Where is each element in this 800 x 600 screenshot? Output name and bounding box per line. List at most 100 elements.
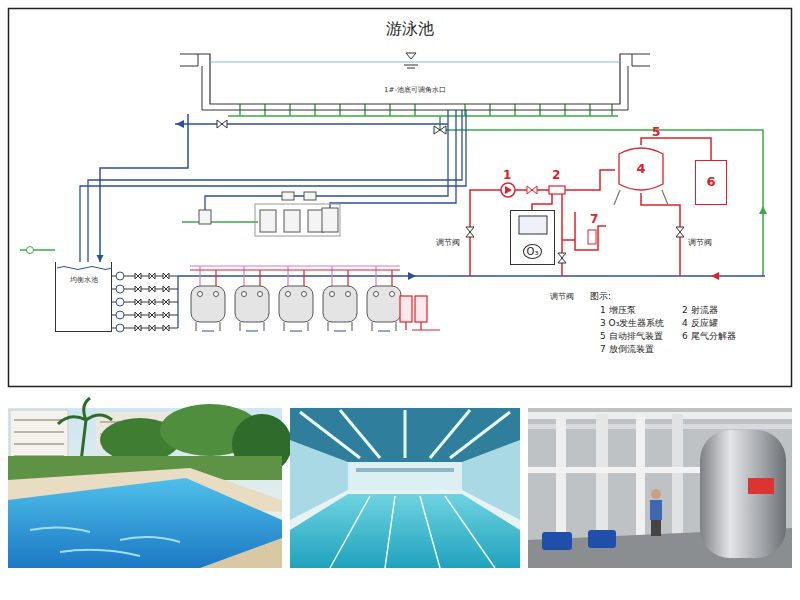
label-wrap: 调节阀 (436, 230, 460, 249)
diagram-title: 游泳池 (386, 20, 434, 38)
sand-filters (242, 292, 247, 297)
photo-indoor-pool (290, 408, 520, 568)
label-wrap: 图示: (590, 284, 611, 303)
photo-outdoor-pool (8, 398, 292, 568)
blue-return-pipes (205, 110, 448, 210)
legend-item: 5 自动排气装置 (600, 331, 663, 341)
sand-filters (235, 286, 269, 322)
heater-units (415, 296, 427, 322)
ozone-loop-pipes (641, 193, 680, 276)
green-supply-pipes (446, 130, 763, 276)
photo-plant-room (651, 489, 661, 499)
ozone-generator-outline (519, 216, 547, 234)
sand-filters (374, 292, 379, 297)
pool-basin-outline (632, 54, 650, 66)
photo-plant-room (748, 478, 774, 494)
booster-pump (505, 186, 512, 194)
ozone-generator-outline (511, 211, 556, 266)
pump-rows (116, 272, 124, 280)
green-supply-pipes (182, 221, 258, 223)
flow-arrow (176, 120, 184, 128)
pump-rows (116, 298, 124, 306)
balance-tank-outline (57, 267, 112, 270)
sand-filters (258, 292, 263, 297)
sand-filters (390, 292, 395, 297)
photo-plant-room (528, 467, 700, 473)
reactor-tank-outline (619, 148, 663, 190)
blue-return-pipes (80, 110, 765, 328)
pipe-line (100, 114, 188, 262)
sand-filters (367, 286, 401, 322)
pool-basin-outline (198, 54, 632, 104)
legend-heading: 图示: (590, 291, 611, 301)
photo-outdoor-pool (30, 527, 180, 556)
small-devices (282, 192, 294, 200)
small-devices (284, 210, 300, 232)
flow-arrow (711, 272, 719, 280)
pipe-connector (97, 114, 189, 262)
photo-indoor-pool (348, 462, 462, 490)
pump-rows (135, 299, 169, 305)
sand-filters (302, 292, 307, 297)
legend-item: 6 尾气分解器 (682, 331, 736, 341)
pump-rows (116, 324, 124, 332)
label-wrap: 2 (552, 164, 560, 183)
ozone-symbol: O₃ (523, 244, 543, 260)
photo-plant-room (542, 532, 572, 550)
legend-item: 1 增压泵 (600, 305, 636, 315)
heater-units (406, 322, 440, 330)
small-devices (322, 208, 338, 232)
photo-indoor-pool (290, 408, 520, 462)
sand-filters (196, 322, 396, 331)
pump-rows (112, 272, 178, 332)
callout-number: 1 (503, 169, 511, 183)
photo-plant-room (700, 430, 786, 558)
sand-filters (214, 292, 219, 297)
photo-plant-room (528, 424, 792, 429)
pump-rows (135, 273, 169, 279)
flow-arrow (408, 272, 416, 280)
ejector (549, 186, 565, 194)
heater-units (400, 296, 440, 330)
photo-plant-room (528, 408, 792, 568)
ozone-loop-pipes (562, 239, 575, 241)
filter-headers (190, 266, 400, 286)
sand-filters (279, 286, 313, 322)
label-wrap: 7 (590, 208, 598, 227)
legend-item: 4 反应罐 (682, 318, 718, 328)
pump-rows (135, 325, 169, 331)
callout-number: 2 (552, 169, 560, 183)
blue-return-pipes (178, 275, 765, 276)
sand-filters (191, 286, 225, 322)
sand-filters (198, 292, 203, 297)
photo-outdoor-pool (8, 478, 282, 568)
photo-plant-room (650, 500, 662, 520)
arrow-head (97, 255, 104, 262)
small-devices (260, 210, 276, 232)
valve-label: 调节阀 (436, 238, 460, 247)
dosing-symbol (27, 247, 34, 254)
valve-symbol (434, 126, 446, 134)
valve-symbol (217, 120, 227, 128)
callout-number: 7 (590, 213, 598, 227)
tank-label: 均衡水池 (70, 276, 98, 284)
reactor-tank: 4 (615, 145, 667, 193)
label-wrap: 调节阀 (550, 284, 574, 303)
label-wrap: 2 射流器 (682, 298, 718, 317)
sand-filters (191, 286, 401, 331)
valve-symbol (527, 186, 537, 194)
photo-plant-room (651, 520, 661, 536)
photo-plant-room (528, 412, 792, 419)
pool-inlet-label: 1#-池底可调角水口 (384, 86, 446, 94)
pump-rows (116, 311, 124, 319)
photo-indoor-pool (300, 410, 510, 458)
booster-pump (501, 183, 515, 197)
pump-rows (112, 276, 178, 328)
small-devices (199, 192, 340, 236)
legend-item: 3 O₃发生器系统 (600, 318, 664, 328)
green-supply-pipes (20, 104, 763, 276)
sand-filters (346, 292, 351, 297)
ozone-generator: O₃ (510, 210, 555, 265)
photo-indoor-pool (356, 468, 454, 472)
sand-filters (330, 292, 335, 297)
